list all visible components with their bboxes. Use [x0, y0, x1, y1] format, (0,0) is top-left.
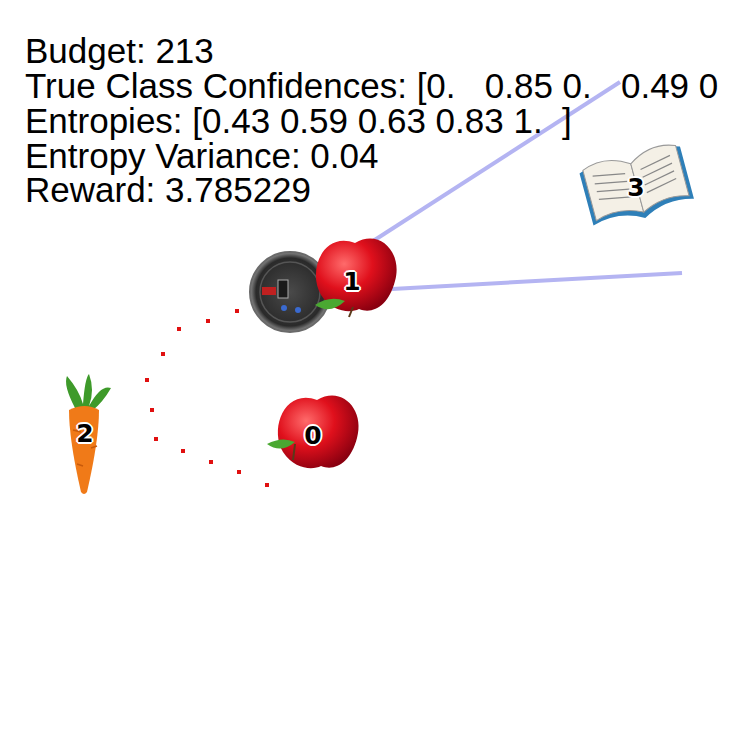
apple-icon	[315, 238, 397, 317]
carrot-icon	[66, 374, 111, 494]
status-text: Entropies: [0.43 0.59 0.63 0.83 1. ]	[25, 103, 572, 138]
trajectory	[145, 309, 269, 487]
status-text: Reward: 3.785229	[25, 172, 311, 207]
status-text: Entropy Variance: 0.04	[25, 138, 378, 173]
callout-number: 3	[627, 175, 644, 200]
status-text: Budget: 213	[25, 33, 214, 68]
apple-icon	[267, 395, 359, 468]
callout-number: 1	[343, 269, 360, 294]
view-ray	[392, 273, 682, 289]
book-icon	[578, 141, 695, 232]
callout-number: 0	[304, 423, 321, 448]
callout-number: 2	[76, 421, 93, 446]
status-text: True Class Confidences: [0. 0.85 0. 0.49…	[25, 68, 718, 103]
